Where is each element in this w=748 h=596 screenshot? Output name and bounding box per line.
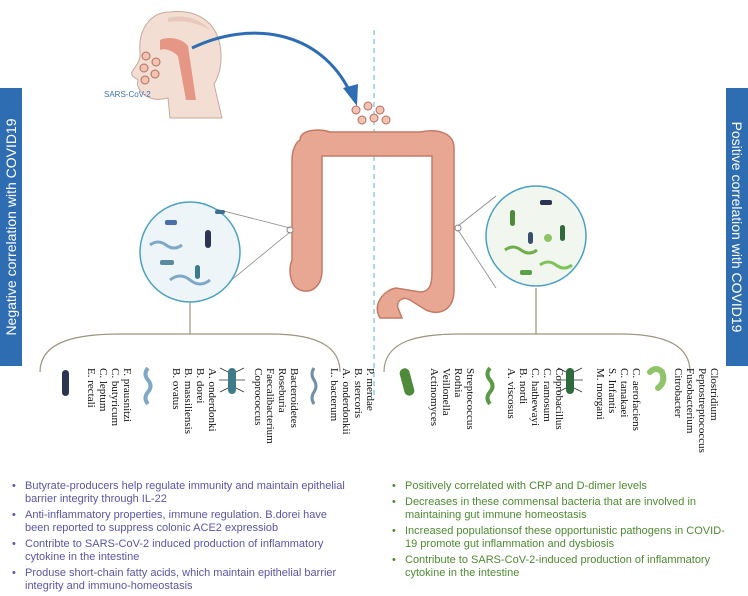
bacterium-icon — [399, 368, 415, 396]
note-item: Contribute to SARS-CoV-2-induced product… — [392, 554, 732, 580]
note-item: Anti-inflammatory properties, immune reg… — [12, 509, 352, 535]
bacterium-icon — [557, 367, 583, 394]
species-group: Coprobacillus C. ramosum C. hathewayi B.… — [505, 368, 615, 468]
species-name: C. tanakaei — [618, 368, 630, 418]
colon-marker-right — [454, 224, 462, 232]
note-item: Butyrate-producers help regulate immunit… — [12, 480, 352, 506]
right-bracket — [383, 288, 691, 373]
species-name: L. bacterum — [328, 368, 340, 422]
note-item: Produse short-chain fatty acids, which m… — [12, 567, 352, 593]
virus-label: SARS-CoV-2 — [104, 90, 151, 99]
species-name: A. viscosus — [505, 368, 517, 419]
species-group: P. merdae B. stercoris A. onderdonkii L.… — [328, 368, 438, 468]
species-name: A. onderdonkii — [340, 368, 352, 435]
species-group: C. aerofaciens C. tanakaei S. Infantis M… — [594, 368, 704, 468]
species-name: Rothia — [452, 368, 464, 398]
species-name: M. morgani — [594, 368, 606, 420]
left-microbiome-circle — [139, 201, 241, 303]
species-group: Bacteroidetes Roseburia Faecalibacterium… — [252, 368, 362, 468]
species-name: C. leptum — [97, 368, 109, 412]
species-name: Streptococcus — [464, 368, 476, 430]
positive-correlation-label: Positive correlation with COVID19 — [729, 121, 745, 333]
species-name: B. dorei — [194, 368, 206, 404]
bacterium-icon — [310, 367, 318, 405]
species-name: A. onderdonki — [206, 368, 218, 432]
species-name: S. Infantis — [606, 368, 618, 414]
species-name: Fusobacterium — [684, 368, 696, 434]
note-item: Contribte to SARS-CoV-2 induced producti… — [12, 538, 352, 564]
species-name: Bacteroidetes — [288, 368, 300, 428]
negative-correlation-notes: Butyrate-producers help regulate immunit… — [12, 480, 352, 596]
species-name: E. rectali — [85, 368, 97, 408]
species-name: B. stercoris — [352, 368, 364, 419]
species-group: Streptococcus Rothia Veillonella Actinom… — [428, 368, 538, 468]
virus-cluster-head — [139, 51, 161, 85]
species-name: Veillonella — [440, 368, 452, 416]
species-name: F. prausnitzi — [121, 368, 133, 423]
note-item: Positively correlated with CRP and D-dim… — [392, 480, 732, 493]
species-name: C. ramosum — [541, 368, 553, 422]
species-name: Faecalibacterium — [264, 368, 276, 444]
left-bracket — [39, 302, 341, 373]
arrow-head — [343, 84, 358, 106]
species-group: Clostridium Peptostreptococcus Fusobacte… — [672, 368, 748, 468]
head-illustration — [131, 11, 223, 119]
species-name: B. nordi — [517, 368, 529, 405]
species-group: A. onderdonki B. dorei B. massiliensis B… — [170, 368, 280, 468]
species-name: Roseburia — [276, 368, 288, 413]
bacterium-icon — [62, 370, 69, 396]
species-name: Peptostreptococcus — [696, 368, 708, 453]
bacterium-icon — [485, 366, 495, 406]
positive-correlation-notes: Positively correlated with CRP and D-dim… — [392, 480, 732, 583]
species-name: C. butyricum — [109, 368, 121, 427]
colon-marker-left — [286, 226, 294, 234]
species-name: B. ovatus — [170, 368, 182, 410]
species-name: Clostridium — [708, 368, 720, 421]
diagram-artwork — [39, 11, 691, 406]
virus-cluster-colon — [351, 101, 391, 125]
species-name: Coprococcus — [252, 368, 264, 426]
negative-correlation-bar: Negative correlation with COVID19 — [0, 88, 22, 366]
bacterium-icon — [647, 366, 667, 391]
species-name: B. massiliensis — [182, 368, 194, 435]
species-name: P. merdae — [364, 368, 376, 411]
note-item: Decreases in these commensal bacteria th… — [392, 496, 732, 522]
species-name: Coprobacillus — [553, 368, 565, 430]
bacterium-icon — [219, 367, 245, 394]
positive-correlation-bar: Positive correlation with COVID19 — [726, 88, 748, 366]
species-group: F. prausnitzi C. butyricum C. leptum E. … — [85, 368, 195, 468]
bacterium-icon — [143, 366, 153, 406]
right-microbiome-circle — [485, 185, 587, 287]
species-name: C. aerofaciens — [630, 368, 642, 431]
colon-illustration — [289, 129, 455, 319]
species-name: C. hathewayi — [529, 368, 541, 427]
negative-correlation-label: Negative correlation with COVID19 — [3, 118, 19, 336]
species-name: Citrobacter — [672, 368, 684, 418]
transmission-arrow — [191, 31, 352, 93]
note-item: Increased populationsof these opportunis… — [392, 525, 732, 551]
species-name: Actinomyces — [428, 368, 440, 427]
